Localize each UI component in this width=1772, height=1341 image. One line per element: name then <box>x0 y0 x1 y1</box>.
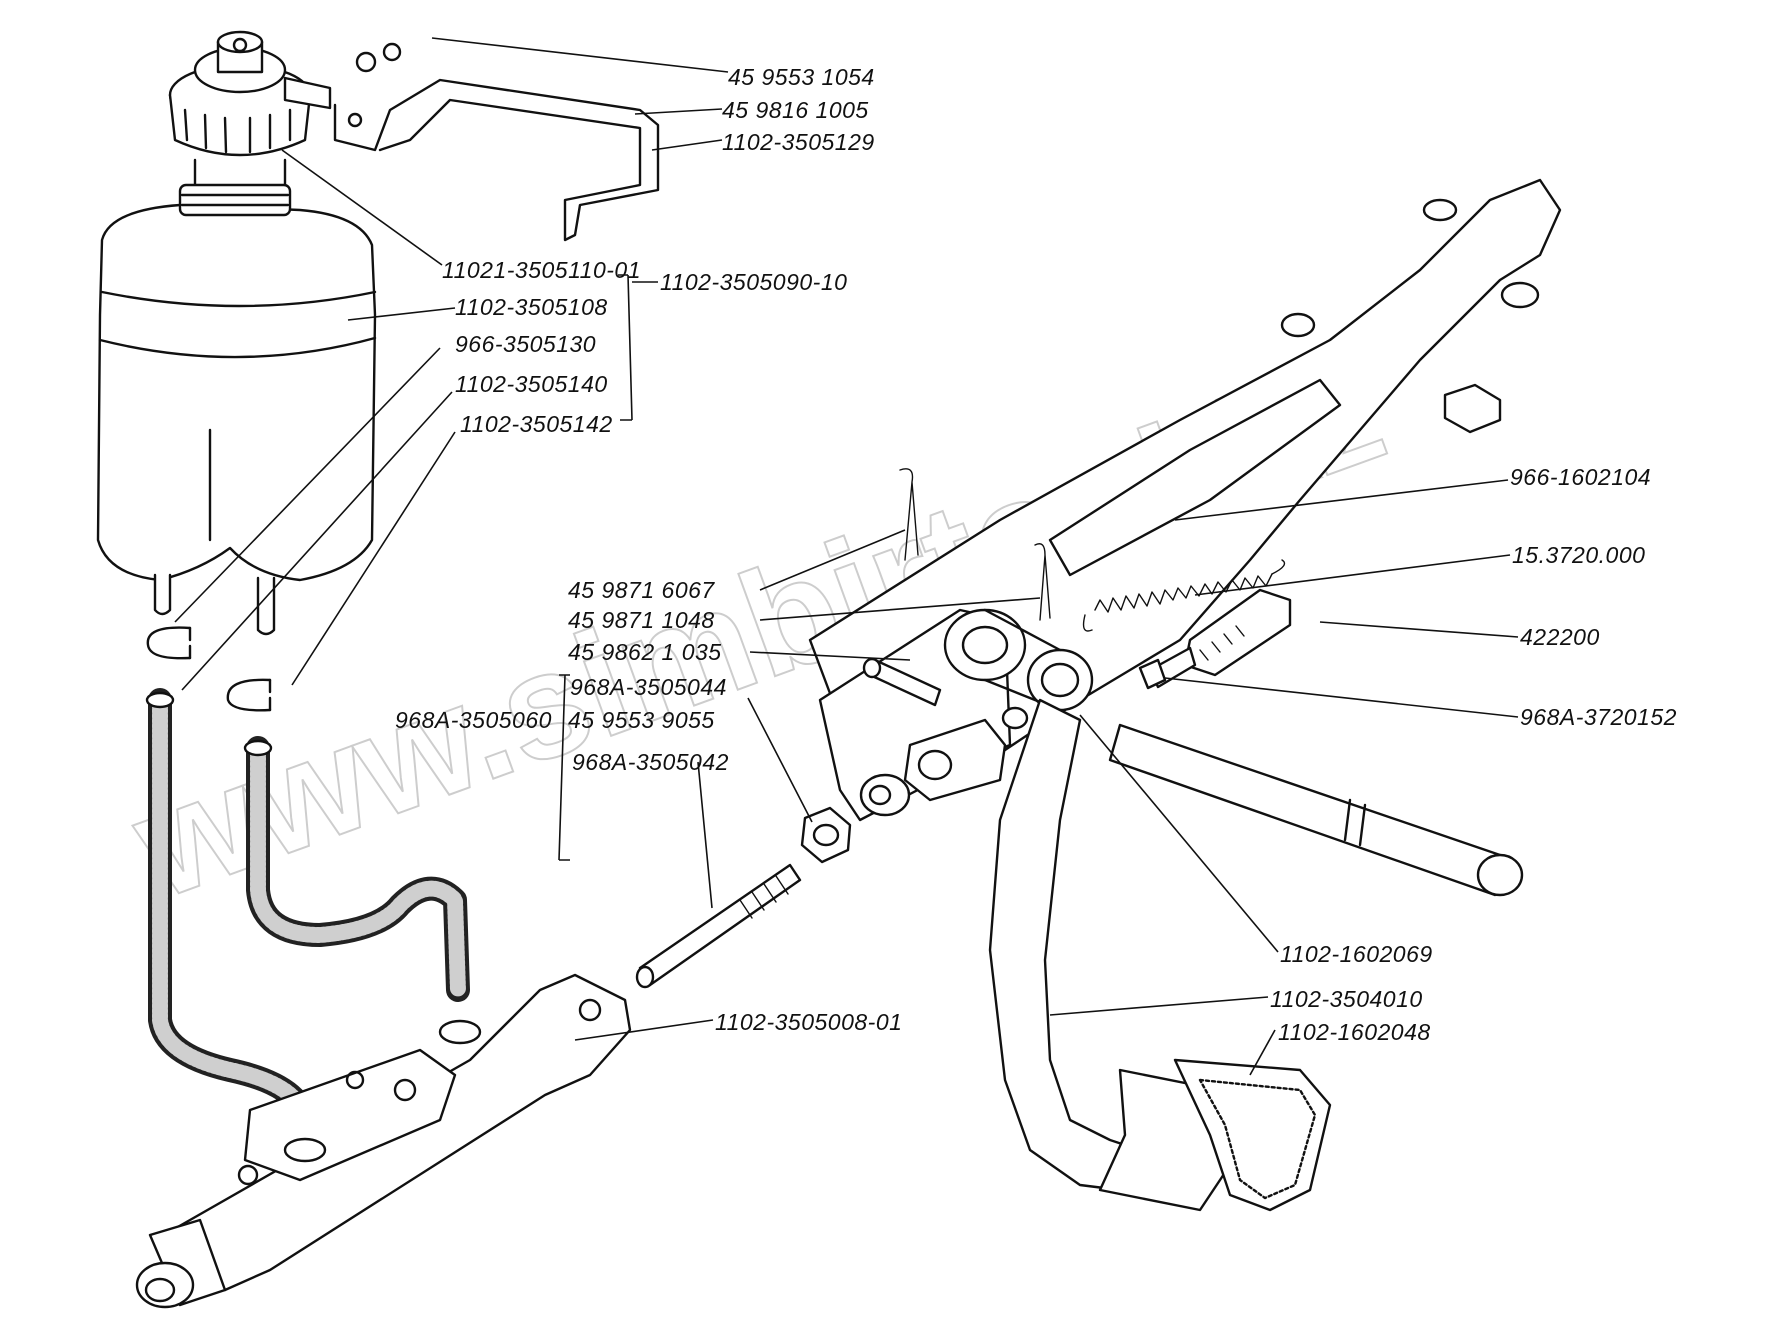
label-1102-3505140: 1102-3505140 <box>455 371 608 397</box>
label-1102-3504010: 1102-3504010 <box>1270 986 1423 1012</box>
label-1102-3505090-10: 1102-3505090-10 <box>660 269 847 295</box>
cotter-pins <box>899 468 1051 730</box>
label-1102-3505142: 1102-3505142 <box>460 411 613 437</box>
clutch-master-cylinder <box>135 973 632 1309</box>
clevis-pin <box>862 657 942 707</box>
label-1102-3505129: 1102-3505129 <box>722 129 875 155</box>
label-1102-3505008-01: 1102-3505008-01 <box>715 1009 902 1035</box>
label-968a-3720152: 968A-3720152 <box>1520 704 1677 730</box>
pedal-pad <box>1173 1058 1332 1212</box>
hose-clamp-lower <box>226 678 272 712</box>
label-1102-1602048: 1102-1602048 <box>1278 1019 1431 1045</box>
pedal-bushing <box>943 608 1094 712</box>
label-1102-1602069: 1102-1602069 <box>1280 941 1433 967</box>
label-968a-3505060: 968A-3505060 <box>395 707 552 733</box>
label-45-9553-9055: 45 9553 9055 <box>568 707 715 733</box>
label-45-9862-1035: 45 9862 1 035 <box>568 639 722 665</box>
stop-switch <box>1138 588 1292 690</box>
label-968a-3505044: 968A-3505044 <box>570 674 727 700</box>
reservoir-bracket <box>333 42 660 242</box>
label-45-9816-1005: 45 9816 1005 <box>722 97 869 123</box>
label-1102-3505108: 1102-3505108 <box>455 294 608 320</box>
clevis <box>903 718 1007 802</box>
label-966-3505130: 966-3505130 <box>455 331 596 357</box>
lock-nut <box>800 806 852 864</box>
label-15-3720-000: 15.3720.000 <box>1512 542 1645 568</box>
label-422200: 422200 <box>1520 624 1600 650</box>
label-45-9553-1054: 45 9553 1054 <box>728 64 875 90</box>
return-spring <box>1082 559 1286 632</box>
label-11021-3505110-01: 11021-3505110-01 <box>442 257 641 283</box>
label-45-9871-6067: 45 9871 6067 <box>568 577 715 603</box>
hose-clamp-upper <box>146 626 192 660</box>
fluid-reservoir <box>96 183 377 636</box>
label-968a-3505042: 968A-3505042 <box>572 749 729 775</box>
pushrod <box>635 863 802 989</box>
leader-lines <box>174 37 1519 1076</box>
label-966-1602104: 966-1602104 <box>1510 464 1651 490</box>
part-labels: 45 9553 1054 45 9816 1005 1102-3505129 1… <box>395 64 1677 1045</box>
pedal-shaft <box>1108 723 1524 897</box>
label-45-9871-1048: 45 9871 1048 <box>568 607 715 633</box>
